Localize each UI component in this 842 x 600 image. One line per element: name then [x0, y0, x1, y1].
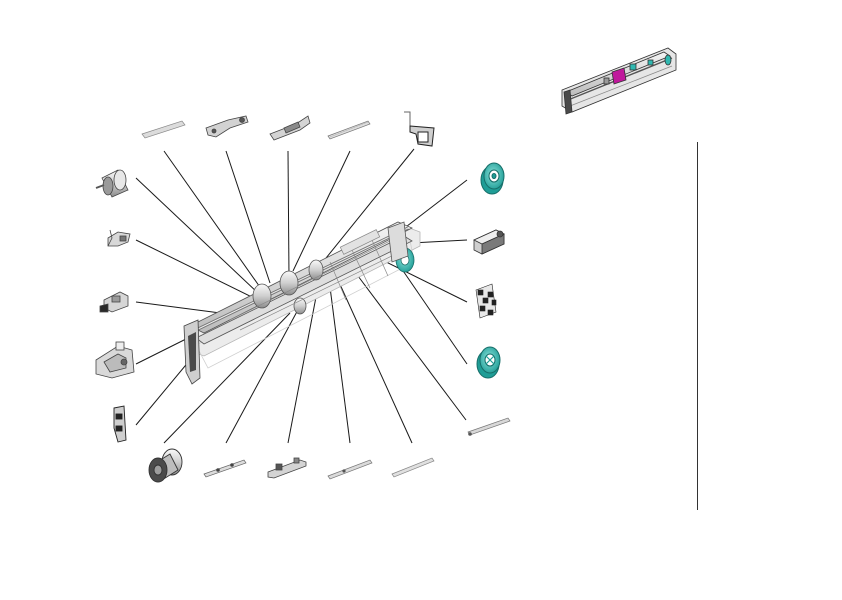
side-plate-icon: [113, 405, 127, 443]
leader-line-p8: [135, 239, 259, 301]
link-plate-icon: [267, 457, 307, 479]
small-shaft-icon: [203, 459, 247, 478]
vertical-divider: [697, 142, 698, 510]
cyan-roller-icon: [480, 162, 505, 195]
leader-line-p11: [135, 359, 191, 426]
leader-line-p7: [135, 177, 259, 294]
leader-line-p13: [225, 305, 301, 444]
assembly-thumbnail-icon: [561, 47, 677, 115]
lever-arm-icon: [205, 115, 249, 138]
leader-line-p15: [329, 286, 351, 444]
frame-bracket-icon: [404, 111, 435, 147]
actuator-block-icon: [473, 229, 505, 255]
long-rod-icon: [391, 457, 435, 478]
clip-bracket-icon: [107, 229, 131, 247]
end-housing-icon: [95, 341, 135, 379]
leader-line-p1: [163, 150, 263, 291]
block-bracket-icon: [99, 291, 129, 313]
leader-line-p18: [396, 261, 468, 365]
leader-line-p14: [287, 296, 317, 444]
cyan-roller-icon: [476, 346, 501, 379]
leader-line-p16: [337, 279, 413, 444]
leader-line-p5: [317, 148, 415, 269]
leader-line-p3: [287, 150, 290, 279]
pin-shaft-icon: [327, 120, 371, 140]
bracket-strip-icon: [141, 120, 186, 139]
checker-plate-icon: [475, 283, 497, 319]
guide-plate-icon: [269, 115, 311, 141]
leader-line-p2: [225, 150, 271, 284]
gear-roller-icon: [148, 448, 183, 483]
leader-lines: [135, 148, 468, 444]
leader-line-p12: [163, 312, 291, 444]
gray-roller-icon: [95, 169, 129, 198]
leader-line-p4: [292, 150, 351, 272]
leader-line-p9: [135, 301, 229, 315]
rod-icon: [327, 459, 373, 480]
pin-rod-icon: [467, 417, 511, 436]
main-assembly-icon: [183, 221, 421, 385]
leader-line-p17: [354, 271, 467, 421]
